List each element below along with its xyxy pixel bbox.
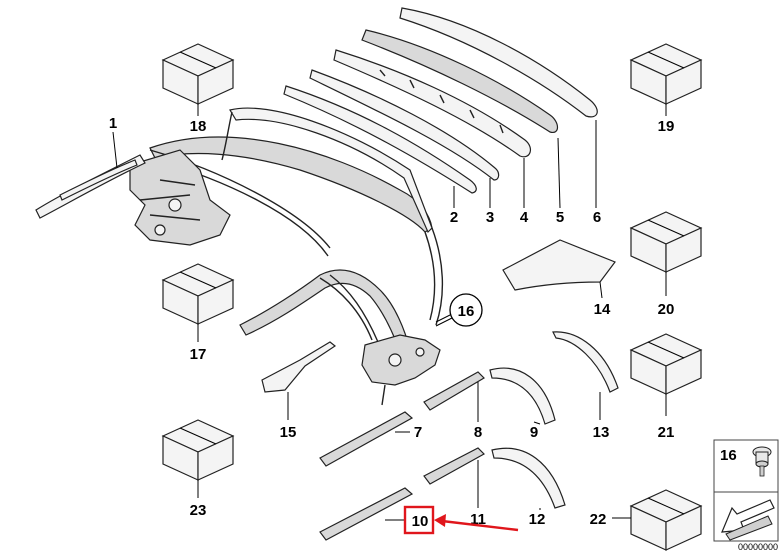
panel-14 [502, 239, 616, 299]
callout-21: 21 [658, 424, 675, 441]
seal-12 [491, 447, 566, 510]
box-19 [629, 43, 703, 116]
roof-frame-assembly [35, 107, 457, 406]
callout-13: 13 [593, 424, 610, 441]
seal-13 [552, 331, 619, 420]
callout-22: 22 [590, 511, 607, 528]
callout-15: 15 [280, 424, 297, 441]
direction-arrow-icon [721, 499, 775, 541]
bow-4 [333, 49, 532, 208]
seal-10 [319, 487, 414, 541]
seal-9 [489, 367, 556, 425]
callout-14: 14 [594, 301, 611, 318]
callout-16-circle [435, 293, 483, 327]
bow-3 [309, 69, 500, 208]
bow-5 [361, 29, 561, 209]
callout-6: 6 [593, 209, 601, 226]
callout-9: 9 [530, 424, 538, 441]
seal-11 [423, 447, 485, 508]
legend-part-number: 16 [720, 447, 737, 464]
box-22 [612, 489, 703, 551]
callout-23: 23 [190, 502, 207, 519]
highlight-arrow-head [434, 514, 446, 527]
box-21 [629, 333, 703, 416]
callout-7: 7 [414, 424, 422, 441]
highlight-box [403, 505, 435, 535]
callout-19: 19 [658, 118, 675, 135]
box-18 [161, 43, 235, 116]
callout-5: 5 [556, 209, 564, 226]
seal-8 [423, 371, 485, 422]
seal-7 [319, 411, 414, 467]
callout-2: 2 [450, 209, 458, 226]
highlight-arrow-shaft [441, 519, 519, 532]
box-17 [161, 263, 235, 342]
stud-icon [752, 446, 772, 477]
callout-17: 17 [190, 346, 207, 363]
callout-8: 8 [474, 424, 482, 441]
bracket-15 [261, 341, 337, 420]
bow-6 [399, 7, 598, 208]
bow-2 [283, 85, 477, 208]
box-23 [161, 419, 235, 498]
callout-18: 18 [190, 118, 207, 135]
callout-1: 1 [109, 115, 117, 132]
callout-16: 16 [458, 303, 475, 320]
callout-3: 3 [486, 209, 494, 226]
box-20 [629, 211, 703, 296]
drawing-code: 00000000 [738, 542, 778, 552]
callout-10: 10 [412, 513, 429, 530]
callout-12: 12 [529, 511, 546, 528]
callout-20: 20 [658, 301, 675, 318]
callout-4: 4 [520, 209, 529, 226]
legend-box: 16 [713, 439, 779, 542]
